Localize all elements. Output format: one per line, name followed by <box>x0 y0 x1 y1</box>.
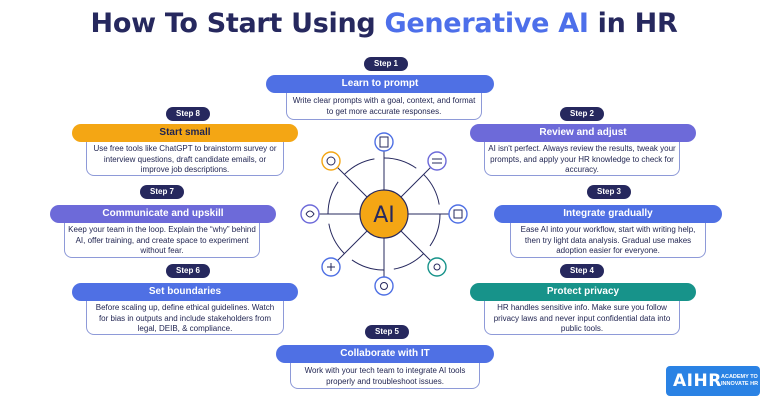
slider-icon <box>427 151 447 171</box>
page-title: How To Start Using Generative AI in HR <box>90 8 678 39</box>
logo-tagline: ACADEMY TO INNOVATE HR <box>721 374 759 387</box>
step-5-heading: Collaborate with IT <box>276 345 494 363</box>
outer-dashed-ring <box>327 157 441 271</box>
step-6-heading: Set boundaries <box>72 283 298 301</box>
step-3-pill: Step 3 <box>587 185 632 199</box>
step-4-heading: Protect privacy <box>470 283 696 301</box>
step-1-text: Write clear prompts with a goal, context… <box>292 96 476 116</box>
aihr-logo: AIHR ACADEMY TO INNOVATE HR <box>666 366 760 396</box>
step-7-heading: Communicate and upskill <box>50 205 276 223</box>
ai-core-label: AI <box>373 203 395 228</box>
step-8-text: Use free tools like ChatGPT to brainstor… <box>93 144 277 174</box>
ai-hub-diagram: AI <box>300 132 468 296</box>
step-7-pill: Step 7 <box>140 185 185 199</box>
document-icon <box>374 132 394 152</box>
step-8-pill: Step 8 <box>166 107 211 121</box>
title-highlight: Generative AI <box>384 8 589 39</box>
circuit-icon <box>321 257 341 277</box>
step-2-pill: Step 2 <box>560 107 605 121</box>
step-6-text: Before scaling up, define ethical guidel… <box>95 303 275 333</box>
step-8-heading: Start small <box>72 124 298 142</box>
connector-lines <box>312 144 456 284</box>
step-1-heading: Learn to prompt <box>266 75 494 93</box>
logo-mark: AIHR <box>673 371 722 391</box>
step-6-pill: Step 6 <box>166 264 211 278</box>
step-4-text: HR handles sensitive info. Make sure you… <box>493 303 671 333</box>
chip-icon <box>448 204 468 224</box>
step-2-heading: Review and adjust <box>470 124 696 142</box>
step-1-pill: Step 1 <box>364 57 409 71</box>
step-2-text: AI isn't perfect. Always review the resu… <box>488 144 676 174</box>
step-4-pill: Step 4 <box>560 264 605 278</box>
ai-core-circle <box>359 189 409 239</box>
step-5-pill: Step 5 <box>365 325 410 339</box>
step-5-text: Work with your tech team to integrate AI… <box>304 366 466 386</box>
network-icon <box>321 151 341 171</box>
settings-icon <box>374 276 394 296</box>
step-3-text: Ease AI into your workflow, start with w… <box>520 225 696 255</box>
molecule-icon <box>427 257 447 277</box>
step-7-text: Keep your team in the loop. Explain the … <box>68 225 256 255</box>
brain-icon <box>300 204 320 224</box>
step-3-heading: Integrate gradually <box>494 205 722 223</box>
